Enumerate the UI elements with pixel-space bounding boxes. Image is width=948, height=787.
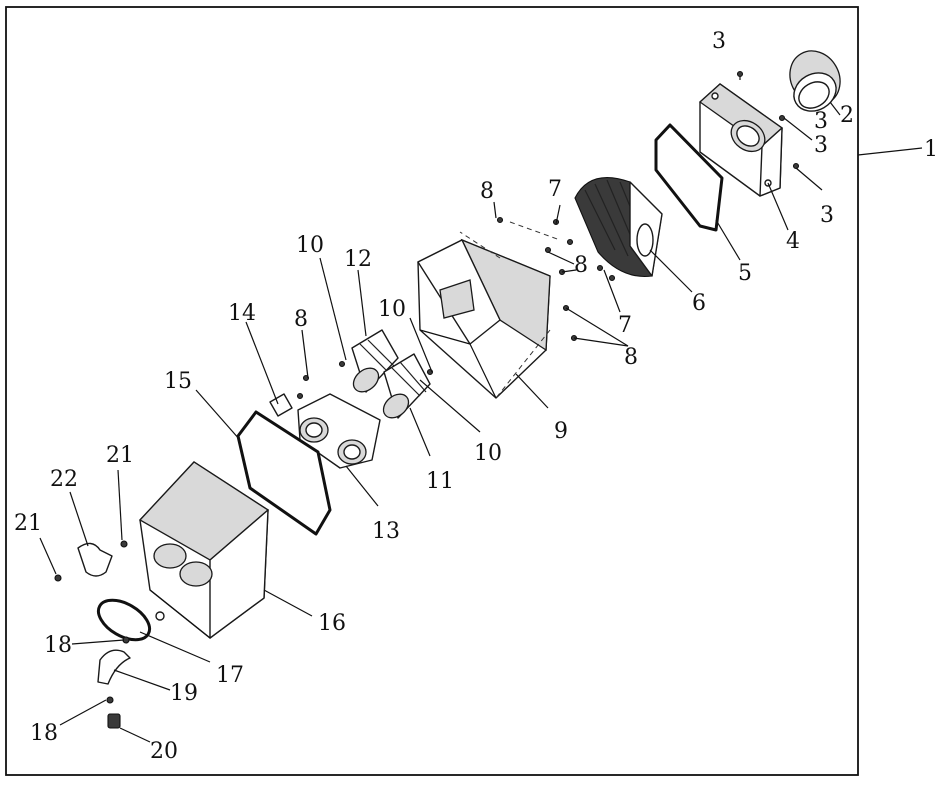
callout-4: 4 xyxy=(786,229,800,254)
callout-10a: 10 xyxy=(296,233,324,258)
callout-2: 2 xyxy=(840,103,854,128)
assembly-frame xyxy=(5,6,859,776)
filter-cover-part xyxy=(698,83,784,197)
callout-8c: 8 xyxy=(624,345,638,370)
housing-gasket-part xyxy=(236,410,332,536)
callout-10b: 10 xyxy=(378,297,406,322)
hardware-bolts xyxy=(54,70,800,704)
callout-21b: 21 xyxy=(106,443,134,468)
callout-8a: 8 xyxy=(480,179,494,204)
intake-tube-right-part xyxy=(382,353,431,419)
inlet-cap-part xyxy=(789,50,841,112)
mounting-plate-part xyxy=(269,393,293,417)
callout-6: 6 xyxy=(692,291,706,316)
callout-15: 15 xyxy=(164,369,192,394)
callout-14: 14 xyxy=(228,301,256,326)
leader-lines xyxy=(39,101,923,743)
callout-22: 22 xyxy=(50,467,78,492)
callout-9: 9 xyxy=(554,419,568,444)
callout-1: 1 xyxy=(924,137,938,162)
callout-20: 20 xyxy=(150,739,178,764)
callout-5: 5 xyxy=(738,261,752,286)
callout-18a: 18 xyxy=(44,633,72,658)
callout-17: 17 xyxy=(216,663,244,688)
throttle-adapter-part xyxy=(297,393,381,469)
callout-3d: 3 xyxy=(820,203,834,228)
airbox-base-part xyxy=(138,461,270,639)
breather-hose-part xyxy=(77,542,113,577)
filter-housing-part xyxy=(417,221,561,399)
callout-16: 16 xyxy=(318,611,346,636)
callout-3b: 3 xyxy=(814,109,828,134)
air-filter-part xyxy=(574,177,663,278)
callout-13: 13 xyxy=(372,519,400,544)
callout-3c: 3 xyxy=(814,133,828,158)
callout-21a: 21 xyxy=(14,511,42,536)
callout-18b: 18 xyxy=(30,721,58,746)
callout-7b: 7 xyxy=(618,313,632,338)
drain-plug-part xyxy=(107,713,121,729)
callout-11: 11 xyxy=(426,469,454,494)
callout-8b: 8 xyxy=(574,253,588,278)
callout-3a: 3 xyxy=(712,29,726,54)
callout-19: 19 xyxy=(170,681,198,706)
cover-gasket-part xyxy=(654,123,724,232)
intake-tube-left-part xyxy=(351,329,399,393)
drain-gasket-part xyxy=(96,598,152,642)
drain-hose-part xyxy=(97,649,131,685)
callout-10c: 10 xyxy=(474,441,502,466)
callout-12: 12 xyxy=(344,247,372,272)
callout-7a: 7 xyxy=(548,177,562,202)
callout-8d: 8 xyxy=(294,307,308,332)
